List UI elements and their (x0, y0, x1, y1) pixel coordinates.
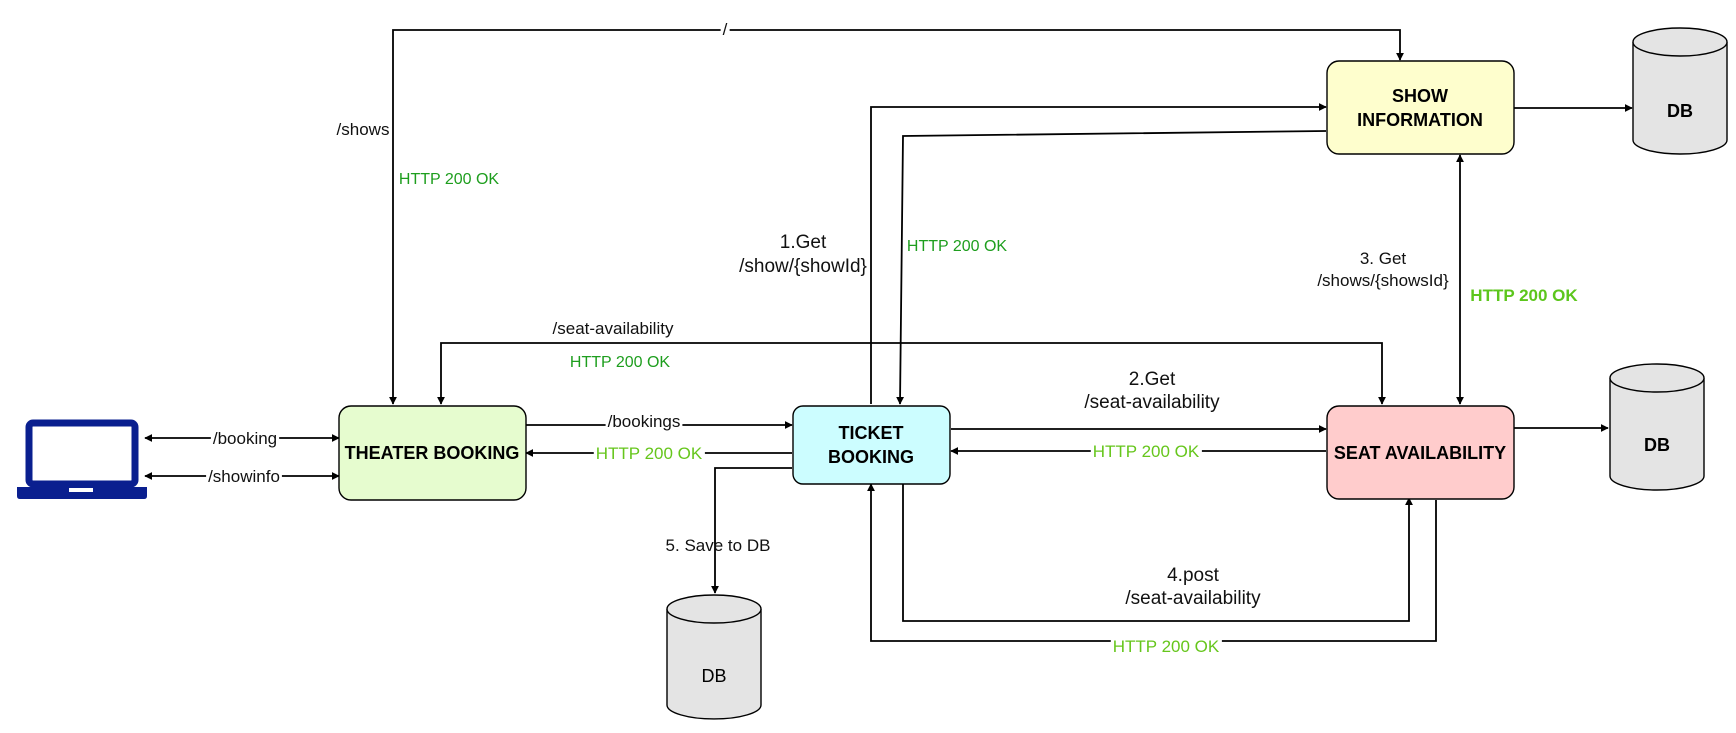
seat-db-label: DB (1644, 435, 1670, 455)
root-label-background (720, 20, 730, 39)
show-information-node[interactable]: SHOW INFORMATION (1326, 60, 1515, 155)
showinfo-label-background (206, 467, 282, 486)
post-seat-response-label: HTTP 200 OK (1113, 637, 1220, 656)
show-db-label: DB (1667, 101, 1693, 121)
shows-label: /shows (337, 120, 390, 139)
show-db-cylinder[interactable]: DB (1632, 27, 1728, 155)
save-db-label: 5. Save to DB (666, 536, 771, 555)
show-information-label-1: SHOW (1392, 86, 1448, 106)
ticket-booking-node[interactable]: TICKET BOOKING (792, 405, 951, 485)
post-seat-step-label: 4.post (1167, 565, 1219, 586)
edge-get-show-response (896, 130, 1327, 405)
get-seat-path-label: /seat-availability (1084, 392, 1220, 413)
ticket-db-label: DB (701, 666, 726, 686)
showinfo-label: /showinfo (208, 467, 280, 486)
seat-availability-top-response-label: HTTP 200 OK (570, 354, 671, 371)
show-information-label-2: INFORMATION (1357, 110, 1483, 130)
ticket-booking-label-1: TICKET (839, 423, 904, 443)
get-shows-step-label: 3. Get (1360, 249, 1407, 268)
post-seat-path-label: /seat-availability (1125, 588, 1261, 609)
edge-get-show (870, 103, 1327, 404)
post-seat-response-label-background (1110, 637, 1222, 656)
ticket-booking-label-2: BOOKING (828, 447, 914, 467)
bookings-label-background (605, 412, 683, 431)
theater-booking-label: THEATER BOOKING (345, 443, 520, 463)
get-show-step-label: 1.Get (780, 232, 827, 253)
laptop-icon[interactable] (17, 419, 147, 499)
seat-availability-top-label: /seat-availability (553, 319, 674, 338)
seat-availability-label: SEAT AVAILABILITY (1334, 443, 1506, 463)
bookings-response-label: HTTP 200 OK (596, 444, 703, 463)
bookings-label: /bookings (608, 412, 681, 431)
get-seat-response-label-background (1090, 442, 1202, 461)
get-show-response-label: HTTP 200 OK (907, 238, 1008, 255)
edge-post-seat-response (867, 483, 1437, 642)
edge-seat-availability-top (437, 342, 1386, 405)
get-seat-step-label: 2.Get (1129, 369, 1176, 390)
booking-label-background (210, 429, 280, 448)
get-seat-response-label: HTTP 200 OK (1093, 442, 1200, 461)
booking-label: /booking (213, 429, 277, 448)
shows-response-label: HTTP 200 OK (399, 171, 500, 188)
get-shows-path-label: /shows/{showsId} (1317, 271, 1449, 290)
ticket-db-cylinder[interactable]: DB (666, 594, 762, 720)
theater-booking-node[interactable]: THEATER BOOKING (338, 405, 527, 501)
seat-availability-node[interactable]: SEAT AVAILABILITY (1326, 405, 1515, 500)
get-show-path-label: /show/{showId} (739, 256, 867, 277)
root-label: / (723, 20, 728, 39)
seat-db-cylinder[interactable]: DB (1609, 363, 1705, 491)
edge-save-db (711, 467, 792, 594)
edge-post-seat (902, 484, 1413, 622)
get-shows-response-label: HTTP 200 OK (1470, 286, 1578, 305)
edge-root (389, 29, 1404, 405)
bookings-response-label-background (593, 444, 705, 463)
